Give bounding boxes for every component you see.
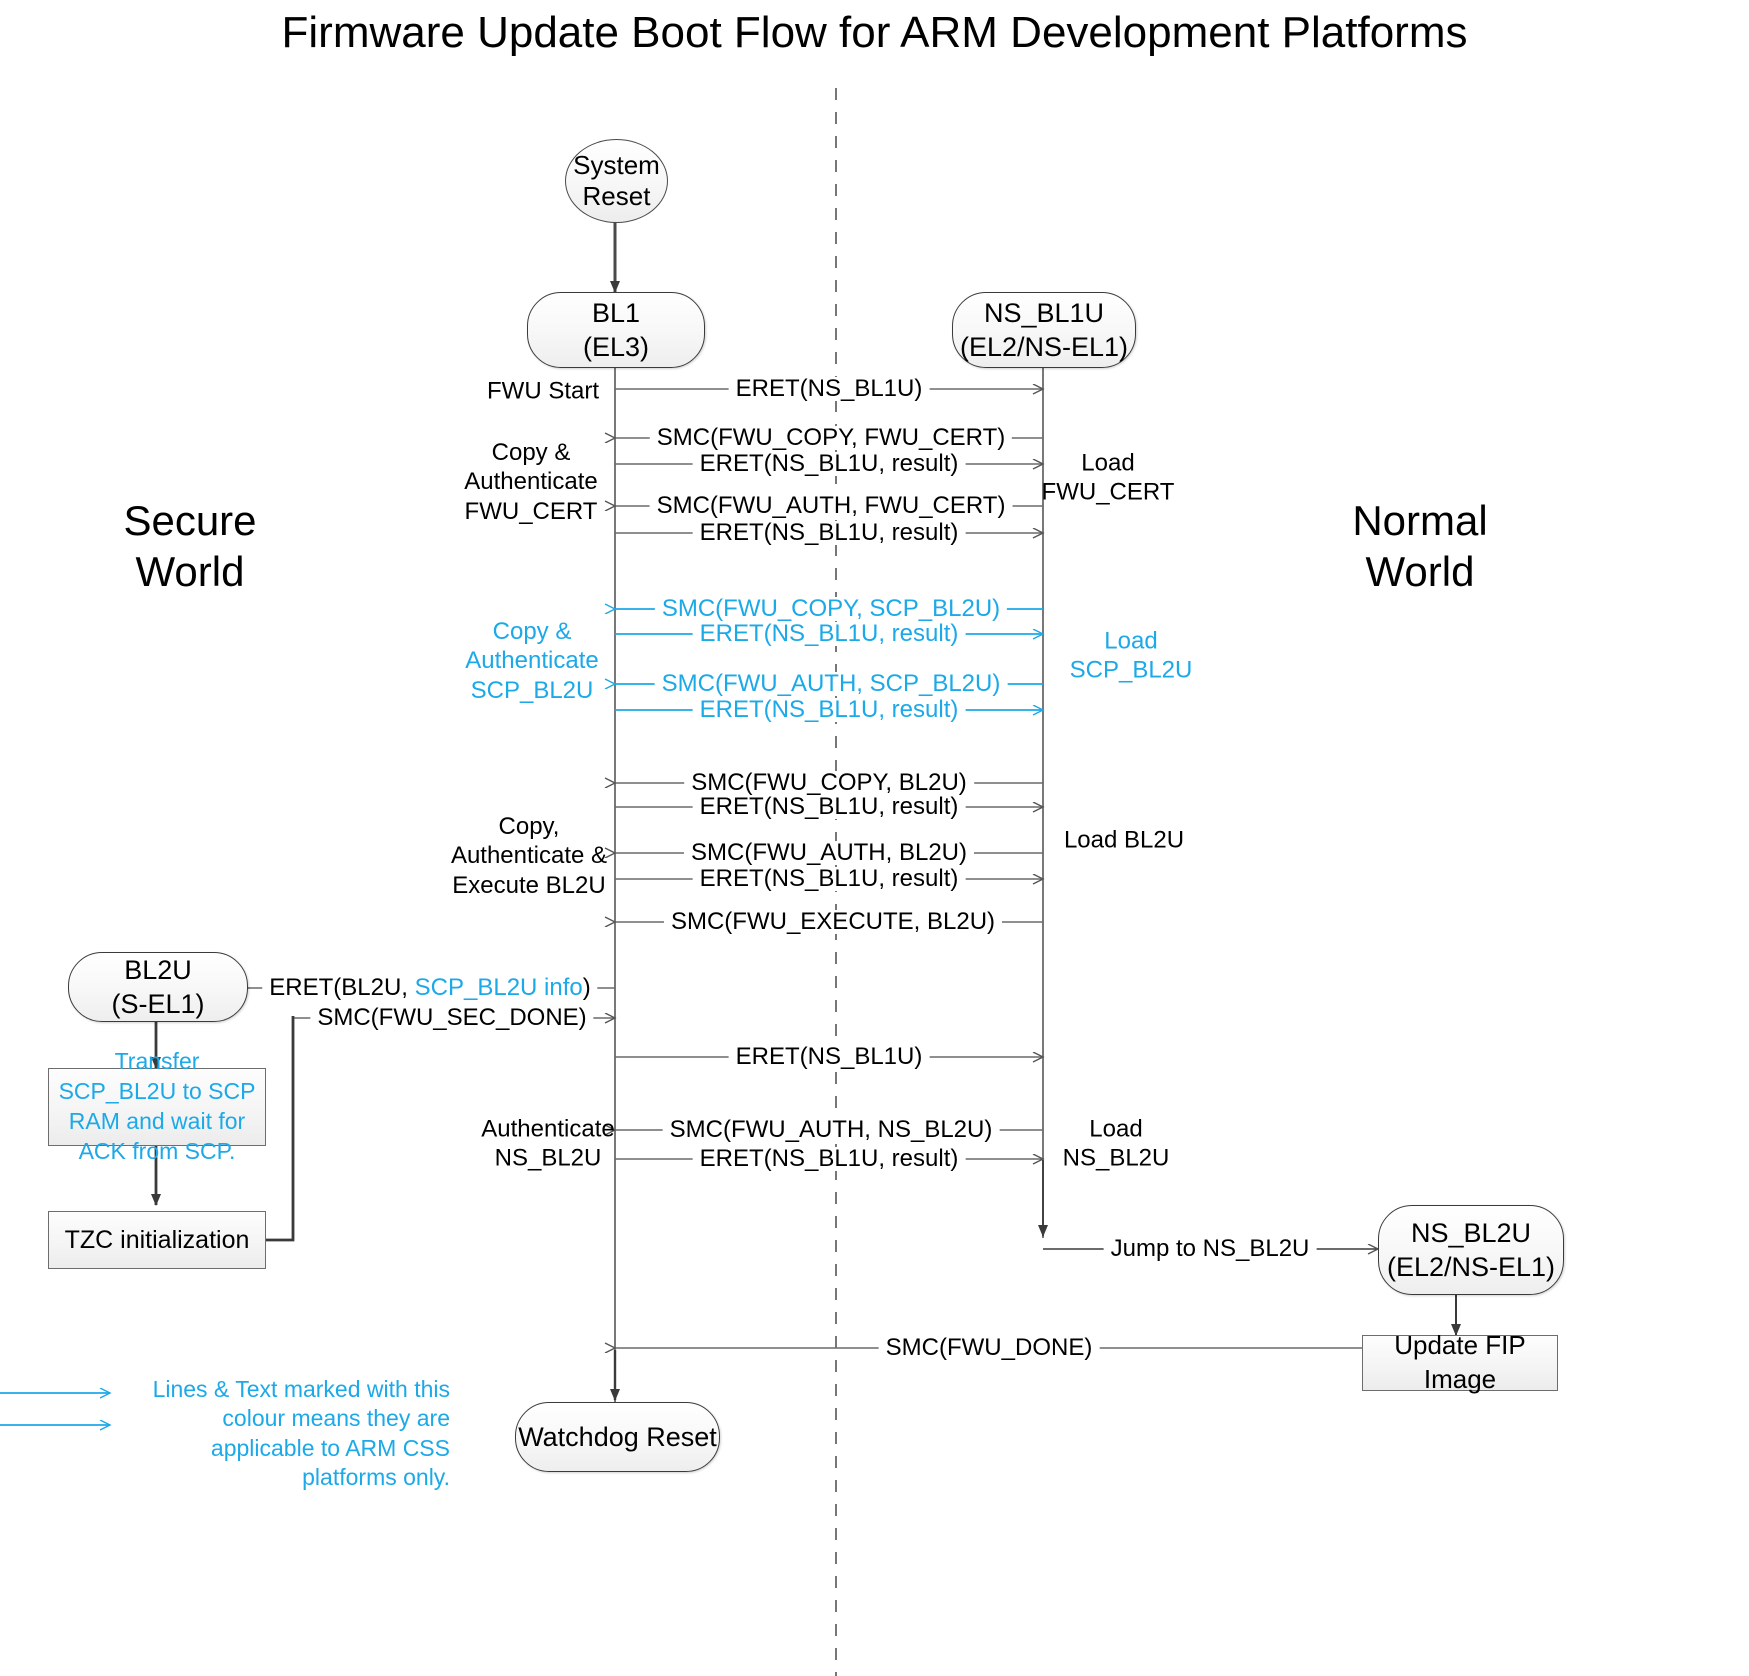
node-ns-bl1u-line1: NS_BL1U [983, 297, 1105, 328]
msg-label-m14: SMC(FWU_EXECUTE, BL2U) [663, 910, 1003, 934]
msg-label-m1: ERET(NS_BL1U) [728, 377, 930, 401]
msg-label-m15-part1: ERET(BL2U, [269, 974, 415, 1001]
node-update-fip-image-label: Update FIP Image [1394, 1330, 1526, 1394]
node-tzc-initialization: TZC initialization [48, 1211, 266, 1269]
node-bl1-line2: (EL3) [582, 332, 650, 362]
node-system-reset[interactable]: System Reset [565, 139, 668, 223]
msg-label-m15-part3: ) [582, 974, 591, 1001]
annot-load-fwu-cert: Load FWU_CERT [1041, 449, 1175, 506]
annot-load-bl2u: Load BL2U [1063, 826, 1185, 854]
node-bl2u-line2: (S-EL1) [111, 989, 205, 1019]
node-system-reset-line1: System [573, 150, 660, 181]
node-watchdog-reset[interactable]: Watchdog Reset [515, 1402, 720, 1472]
node-system-reset-line2: Reset [582, 181, 651, 211]
node-transfer-scp-bl2u-label: Transfer SCP_BL2U to SCP RAM and wait fo… [58, 1048, 256, 1164]
msg-label-m21: SMC(FWU_DONE) [878, 1336, 1100, 1360]
msg-label-m18: SMC(FWU_AUTH, NS_BL2U) [662, 1118, 1000, 1142]
node-update-fip-image: Update FIP Image [1362, 1330, 1558, 1394]
msg-label-m7: ERET(NS_BL1U, result) [692, 622, 966, 646]
msg-label-m17: ERET(NS_BL1U) [728, 1045, 930, 1069]
node-bl1[interactable]: BL1 (EL3) [527, 292, 705, 368]
msg-label-m15-part2: SCP_BL2U info [414, 974, 583, 1001]
node-tzc-initialization-label: TZC initialization [64, 1225, 250, 1254]
msg-label-m16: SMC(FWU_SEC_DONE) [310, 1006, 594, 1030]
msg-label-m19: ERET(NS_BL1U, result) [692, 1147, 966, 1171]
annot-fwu-start: FWU Start [487, 377, 599, 405]
annot-authenticate-ns-bl2u: Authenticate NS_BL2U [481, 1115, 615, 1172]
legend-text: Lines & Text marked with this colour mea… [152, 1376, 450, 1491]
msg-label-m5: ERET(NS_BL1U, result) [692, 521, 966, 545]
node-transfer-scp-bl2u: Transfer SCP_BL2U to SCP RAM and wait fo… [48, 1048, 266, 1164]
msg-label-m3: ERET(NS_BL1U, result) [692, 452, 966, 476]
secure-world-label: Secure World [123, 497, 257, 596]
page-title: Firmware Update Boot Flow for ARM Develo… [281, 8, 1468, 57]
msg-label-m10: SMC(FWU_COPY, BL2U) [684, 771, 974, 795]
msg-label-m20: Jump to NS_BL2U [1103, 1237, 1317, 1261]
node-ns-bl1u-line2: (EL2/NS-EL1) [959, 332, 1129, 362]
node-ns-bl2u-line2: (EL2/NS-EL1) [1386, 1252, 1556, 1282]
msg-label-m11: ERET(NS_BL1U, result) [692, 795, 966, 819]
node-watchdog-reset-label: Watchdog Reset [518, 1421, 717, 1452]
node-ns-bl2u[interactable]: NS_BL2U (EL2/NS-EL1) [1378, 1205, 1564, 1295]
node-bl2u[interactable]: BL2U (S-EL1) [68, 952, 248, 1022]
node-ns-bl1u[interactable]: NS_BL1U (EL2/NS-EL1) [952, 292, 1136, 368]
msg-label-m12: SMC(FWU_AUTH, BL2U) [683, 841, 975, 865]
annot-load-ns-bl2u: Load NS_BL2U [1062, 1115, 1170, 1172]
msg-label-m15: ERET(BL2U, SCP_BL2U info) [262, 974, 598, 1001]
arrow-tzc-elbow [265, 1016, 295, 1242]
annot-load-scp-bl2u: Load SCP_BL2U [1069, 627, 1193, 684]
msg-label-m6: SMC(FWU_COPY, SCP_BL2U) [654, 597, 1008, 621]
node-bl1-line1: BL1 [591, 297, 641, 328]
normal-world-label: Normal World [1352, 497, 1488, 596]
msg-label-m8: SMC(FWU_AUTH, SCP_BL2U) [654, 672, 1008, 696]
annot-copy-auth-exec-bl2u: Copy, Authenticate & Execute BL2U [450, 813, 608, 899]
node-ns-bl2u-line1: NS_BL2U [1410, 1217, 1532, 1248]
msg-label-m13: ERET(NS_BL1U, result) [692, 867, 966, 891]
msg-label-m2: SMC(FWU_COPY, FWU_CERT) [649, 426, 1013, 450]
msg-label-m9: ERET(NS_BL1U, result) [692, 698, 966, 722]
annot-copy-auth-scp-bl2u: Copy & Authenticate SCP_BL2U [465, 618, 599, 704]
msg-label-m4: SMC(FWU_AUTH, FWU_CERT) [649, 494, 1013, 518]
node-bl2u-line1: BL2U [124, 954, 192, 985]
annot-copy-auth-fwu-cert: Copy & Authenticate FWU_CERT [464, 439, 598, 525]
